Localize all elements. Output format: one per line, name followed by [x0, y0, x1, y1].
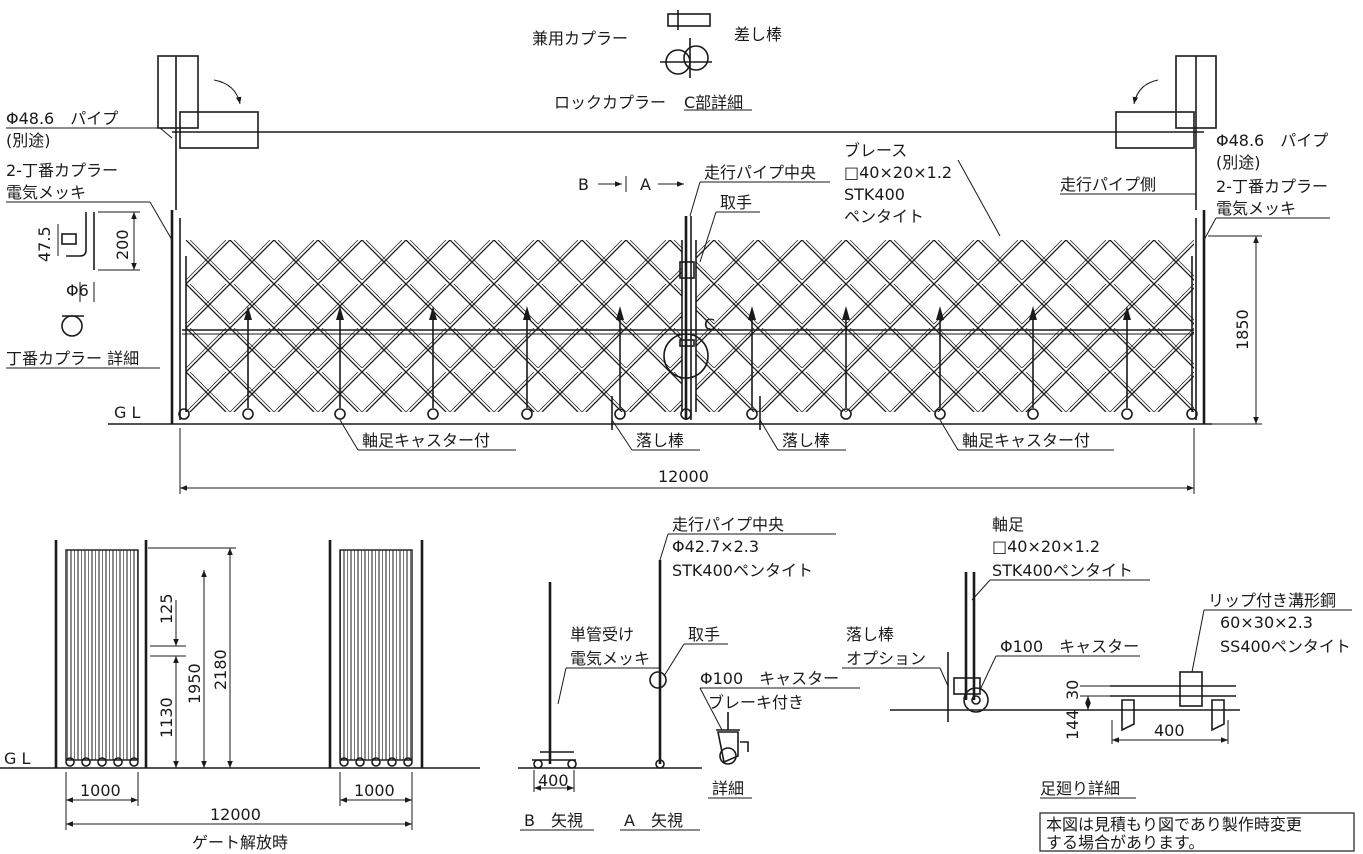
note-box: [1039, 812, 1355, 852]
lip-material-label: SS400ペンタイト: [1220, 637, 1351, 656]
plating-right-label: 電気メッキ: [1216, 199, 1296, 218]
stack-2180-dim: 2180: [211, 649, 230, 690]
view-b-label: B 矢視: [524, 811, 583, 830]
insert-rod-label: 差し棒: [734, 25, 782, 44]
stack-1000-right-dim: 1000: [354, 781, 395, 800]
pipe-left-label: Φ48.6 パイプ: [6, 109, 118, 128]
width-12000-dim: 12000: [658, 467, 709, 486]
foot-144-dim: 144: [1063, 709, 1082, 740]
stacked-view: [0, 540, 480, 830]
hinge-coupler-left-label: 2-丁番カプラー: [6, 161, 118, 180]
view-b-a: [518, 560, 749, 792]
lock-coupler-label: ロックカプラー: [554, 93, 666, 112]
rp-size-label: Φ42.7×2.3: [672, 537, 759, 556]
axle-size-label: □40×20×1.2: [992, 537, 1100, 556]
stack-125-dim: 125: [157, 593, 176, 624]
lip-channel-label: リップ付き溝形鋼: [1208, 591, 1336, 610]
lip-size-label: 60×30×2.3: [1220, 613, 1313, 632]
arrow-a-label: A: [640, 175, 651, 194]
c-mark-label: C: [704, 315, 715, 334]
foot-detail: [890, 572, 1240, 744]
running-pipe-side-label: 走行パイプ側: [1060, 175, 1156, 194]
separate-left-label: (別途): [6, 131, 51, 150]
detail-label: 詳細: [712, 779, 744, 798]
hinge-47-5-dim: 47.5: [35, 226, 54, 262]
stack-1130-dim: 1130: [157, 697, 176, 738]
hinge-phi6-dim: Φ6: [66, 281, 89, 300]
caster-100-label: Φ100 キャスター: [700, 669, 839, 688]
foot-400-dim: 400: [1154, 721, 1185, 740]
handle-label: 取手: [720, 193, 752, 212]
axle-label: 軸足: [992, 515, 1024, 534]
hinge-detail-sketch: [57, 211, 140, 337]
view-400-dim: 400: [538, 771, 569, 790]
stack-1000-left-dim: 1000: [80, 781, 121, 800]
drop-rod-right-label: 落し棒: [782, 431, 830, 450]
handle-2-label: 取手: [688, 625, 720, 644]
brace-size-label: □40×20×1.2: [844, 163, 952, 182]
hinge-coupler-right-label: 2-丁番カプラー: [1216, 177, 1328, 196]
gl-top-label: G L: [114, 403, 140, 422]
brace-material-label: STK400: [844, 185, 905, 204]
foot-detail-label: 足廻り詳細: [1040, 779, 1120, 798]
stack-12000-dim: 12000: [210, 805, 261, 824]
separate-right-label: (別途): [1216, 153, 1261, 172]
hinge-200-dim: 200: [113, 229, 132, 260]
brace-paint-label: ペンタイト: [844, 207, 924, 226]
brake-label: ブレーキ付き: [708, 693, 804, 712]
drop-rod-opt-label: 落し棒: [846, 625, 894, 644]
foot-30-dim: 30: [1063, 680, 1082, 700]
c-detail-title: C部詳細: [684, 93, 743, 112]
note-line-2: する場合があります。: [1046, 833, 1204, 852]
axle-material-label: STK400ペンタイト: [992, 561, 1133, 580]
option-label: オプション: [846, 649, 926, 668]
hinge-detail-label: 丁番カプラー 詳細: [6, 349, 139, 368]
gl-bottom-label: G L: [4, 749, 30, 768]
c-detail-sketch: [660, 10, 712, 78]
leaders: [6, 109, 1352, 831]
rp-center-2-label: 走行パイプ中央: [672, 515, 784, 534]
plating-left-label: 電気メッキ: [6, 183, 86, 202]
drop-rod-left-label: 落し棒: [636, 431, 684, 450]
caster-left-label: 軸足キャスター付: [362, 431, 490, 450]
stack-1950-dim: 1950: [185, 663, 204, 704]
single-pipe-plating-label: 電気メッキ: [570, 649, 650, 668]
height-1850-dim: 1850: [1233, 309, 1252, 350]
combo-coupler-label: 兼用カプラー: [532, 29, 628, 48]
note-line-1: 本図は見積もり図であり製作時変更: [1046, 815, 1302, 834]
view-a-label: A 矢視: [624, 811, 683, 830]
gate-open-label: ゲート解放時: [192, 833, 288, 852]
brace-label: ブレース: [844, 141, 907, 160]
pipe-right-label: Φ48.6 パイプ: [1216, 131, 1328, 150]
arrow-b-label: B: [578, 175, 589, 194]
main-elevation: [108, 55, 1262, 494]
running-pipe-center-label: 走行パイプ中央: [704, 163, 816, 182]
caster-right-label: 軸足キャスター付: [962, 431, 1090, 450]
single-pipe-label: 単管受け: [570, 625, 634, 644]
caster-100-2-label: Φ100 キャスター: [1000, 637, 1139, 656]
rp-material-label: STK400ペンタイト: [672, 561, 813, 580]
labels: 兼用カプラー 差し棒 ロックカプラー C部詳細 Φ48.6 パイプ (別途) 2…: [4, 25, 1351, 852]
